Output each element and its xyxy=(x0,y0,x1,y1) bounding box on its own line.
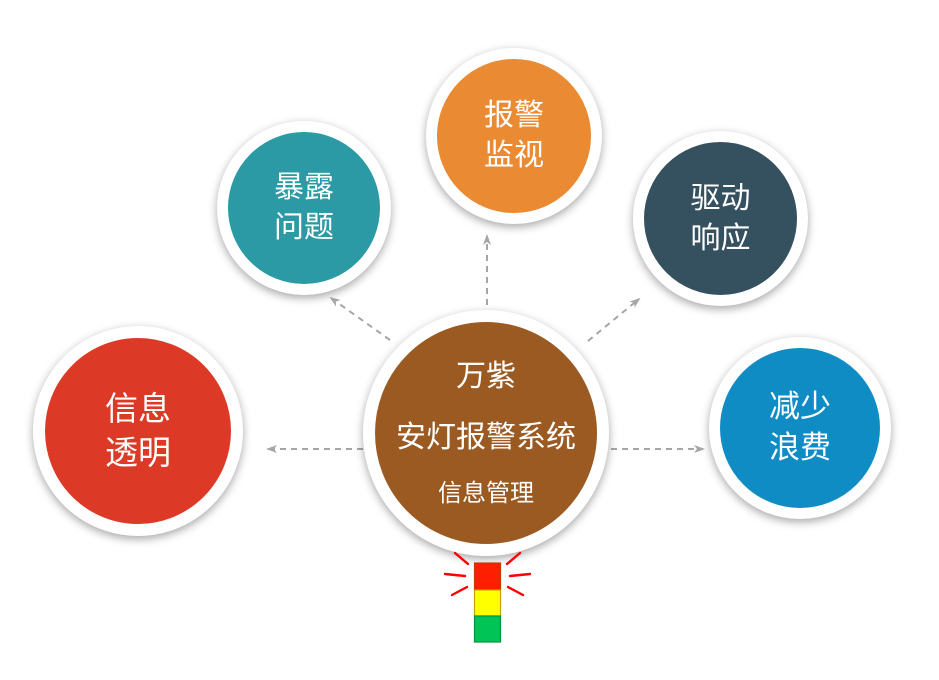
node-drive-response-line1: 驱动 xyxy=(690,180,751,216)
node-alarm-monitor-line1: 报警 xyxy=(484,98,544,134)
node-reduce-waste: 减少 浪费 xyxy=(709,337,891,519)
andon-red-lamp xyxy=(473,562,502,591)
center-node-line1: 万紫 xyxy=(456,358,516,394)
node-reduce-waste-line1: 减少 xyxy=(769,389,831,426)
node-reduce-waste-line2: 浪费 xyxy=(769,430,831,466)
node-info-transparency-line2: 透明 xyxy=(105,433,171,472)
node-expose-problems: 暴露 问题 xyxy=(217,121,391,295)
node-expose-problems-line1: 暴露 xyxy=(274,170,334,206)
andon-yellow-lamp xyxy=(473,589,502,617)
node-drive-response-line2: 响应 xyxy=(690,220,751,256)
node-alarm-monitor: 报警 监视 xyxy=(426,48,602,224)
andon-light-rays xyxy=(443,551,532,597)
node-info-transparency-line1: 信息 xyxy=(105,389,171,429)
node-info-transparency: 信息 透明 xyxy=(33,326,243,536)
center-node-line3: 信息管理 xyxy=(438,478,534,507)
andon-green-lamp xyxy=(473,615,502,643)
andon-light-icon xyxy=(443,551,532,643)
node-expose-problems-line2: 问题 xyxy=(274,210,334,245)
center-node-line2: 安灯报警系统 xyxy=(396,420,576,456)
arrow-to-expose-problems xyxy=(329,296,391,341)
arrow-to-drive-response xyxy=(587,297,641,342)
center-node-anden-system: 万紫 安灯报警系统 信息管理 xyxy=(363,310,609,556)
node-alarm-monitor-line2: 监视 xyxy=(484,138,544,173)
node-drive-response: 驱动 响应 xyxy=(633,131,808,306)
